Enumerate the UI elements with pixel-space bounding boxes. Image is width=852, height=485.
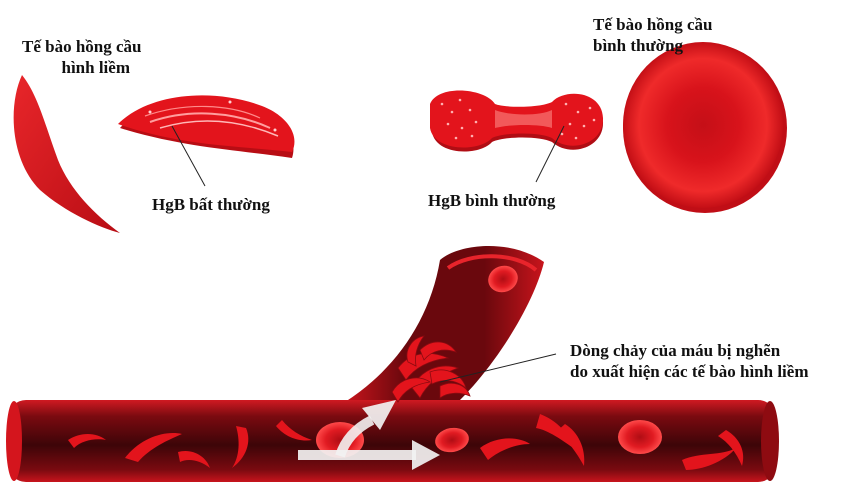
sickle-cell-label-line1: Tế bào hồng cầu [22, 36, 142, 57]
sickle-cell-label: Tế bào hồng cầu hình liềm [22, 36, 142, 78]
blockage-label-line2: do xuất hiện các tế bào hình liềm [570, 361, 809, 382]
sickle-cell-label-line2: hình liềm [22, 57, 142, 78]
normal-cell-label: Tế bào hồng cầu bình thường [593, 14, 713, 56]
abnormal-hgb-label: HgB bất thường [152, 194, 270, 215]
abnormal-hgb-cell [118, 95, 294, 158]
normal-rbc [623, 42, 787, 213]
blockage-label-line1: Dòng chảy của máu bị nghẽn [570, 340, 809, 361]
normal-cell-label-line2: bình thường [593, 35, 713, 56]
normal-hgb-cell [430, 90, 603, 151]
sickle-cell-large [14, 75, 120, 233]
blockage-label: Dòng chảy của máu bị nghẽn do xuất hiện … [570, 340, 809, 382]
normal-hgb-label: HgB bình thường [428, 190, 555, 211]
blood-vessel [6, 400, 779, 482]
normal-cell-label-line1: Tế bào hồng cầu [593, 14, 713, 35]
